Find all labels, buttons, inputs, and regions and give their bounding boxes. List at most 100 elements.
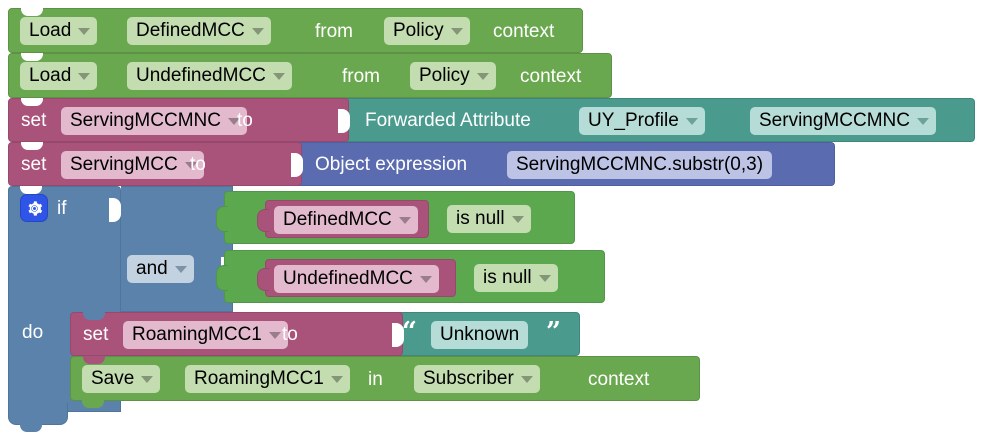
- block-if-condition-column[interactable]: [121, 186, 233, 312]
- gear-icon[interactable]: [20, 194, 48, 222]
- field-boolean-operator-and-label: and: [136, 258, 168, 279]
- field-load-variable-label: UndefinedMCC: [136, 65, 266, 86]
- value-socket[interactable]: [291, 153, 303, 177]
- label-to: to: [282, 324, 298, 345]
- label-forwarded-attribute: Forwarded Attribute: [365, 110, 531, 131]
- label-if: if: [57, 198, 67, 219]
- block-variable-getter-defined-mcc[interactable]: DefinedMCC: [257, 200, 429, 238]
- field-load-action[interactable]: Load: [20, 62, 98, 90]
- field-load-context-label: Policy: [393, 20, 444, 41]
- field-load-action-label: Load: [29, 65, 72, 86]
- block-object-expression[interactable]: Object expression ServingMCCMNC.substr(0…: [283, 142, 835, 186]
- field-forwarded-profile-label: UY_Profile: [588, 110, 679, 131]
- chevron-down-icon: [538, 274, 551, 282]
- label-in: in: [368, 369, 383, 390]
- label-set: set: [21, 110, 47, 131]
- chevron-down-icon: [174, 265, 187, 273]
- field-set-variable-label: RoamingMCC1: [132, 324, 262, 345]
- field-save-action-label: Save: [91, 368, 135, 389]
- chevron-down-icon: [272, 72, 285, 80]
- block-notch-top: [83, 312, 105, 320]
- field-object-expression-value[interactable]: ServingMCCMNC.substr(0,3): [507, 151, 773, 179]
- field-set-variable[interactable]: ServingMCCMNC: [61, 107, 247, 135]
- field-condition-variable[interactable]: UndefinedMCC: [274, 265, 439, 293]
- field-condition-operator-label: is null: [483, 267, 532, 288]
- block-if-control-bottom[interactable]: [8, 403, 68, 425]
- label-context: context: [588, 369, 650, 390]
- block-text-unknown[interactable]: “ Unknown ”: [385, 312, 580, 356]
- field-load-context[interactable]: Policy: [410, 62, 496, 90]
- chevron-down-icon: [227, 117, 240, 125]
- label-do: do: [22, 322, 44, 343]
- block-variable-getter-undefined-mcc[interactable]: UndefinedMCC: [257, 259, 456, 297]
- field-condition-variable[interactable]: DefinedMCC: [274, 206, 418, 234]
- block-bottom-bump: [20, 424, 42, 432]
- chevron-down-icon: [450, 27, 463, 35]
- block-forwarded-attribute[interactable]: Forwarded Attribute UY_Profile ServingMC…: [330, 98, 975, 142]
- field-text-value[interactable]: Unknown: [431, 321, 529, 349]
- value-tab-left: [257, 209, 269, 232]
- label-from: from: [315, 21, 353, 42]
- field-load-context-label: Policy: [419, 65, 470, 86]
- chevron-down-icon: [330, 375, 343, 383]
- field-boolean-operator-and[interactable]: and: [127, 255, 194, 283]
- label-set: set: [83, 324, 109, 345]
- if-condition-socket[interactable]: [109, 198, 121, 222]
- chevron-down-icon: [476, 72, 489, 80]
- field-load-action[interactable]: Load: [20, 17, 98, 45]
- chevron-down-icon: [419, 275, 432, 283]
- label-object-expression: Object expression: [315, 154, 468, 175]
- field-save-variable-label: RoamingMCC1: [194, 368, 324, 389]
- value-socket[interactable]: [338, 109, 350, 133]
- block-notch-top: [21, 142, 43, 150]
- field-forwarded-profile[interactable]: UY_Profile: [579, 107, 705, 135]
- field-condition-operator[interactable]: is null: [474, 264, 558, 292]
- value-tab-left: [216, 206, 228, 232]
- chevron-down-icon: [511, 215, 524, 223]
- field-text-value-label: Unknown: [440, 324, 520, 345]
- label-to: to: [237, 110, 253, 131]
- chevron-down-icon: [268, 331, 281, 339]
- block-set-roaming-mcc1[interactable]: set RoamingMCC1 to: [70, 312, 404, 356]
- field-set-variable[interactable]: ServingMCC: [61, 151, 204, 179]
- block-load-defined-mcc[interactable]: Load DefinedMCC from Policy context: [8, 8, 583, 53]
- close-quote-glyph: ”: [546, 317, 561, 347]
- field-save-context-label: Subscriber: [423, 368, 514, 389]
- block-set-servingmcc[interactable]: set ServingMCC to: [8, 142, 303, 186]
- chevron-down-icon: [685, 117, 698, 125]
- field-set-variable-label: ServingMCC: [70, 154, 178, 175]
- block-notch-top: [83, 356, 105, 364]
- value-socket[interactable]: [392, 323, 404, 347]
- block-notch-top: [20, 186, 42, 194]
- open-quote-glyph: “: [402, 317, 417, 347]
- block-save-roaming-mcc1[interactable]: Save RoamingMCC1 in Subscriber context: [70, 356, 700, 401]
- field-load-context[interactable]: Policy: [384, 17, 470, 45]
- field-condition-operator[interactable]: is null: [447, 205, 531, 233]
- block-is-null-undefined-mcc[interactable]: UndefinedMCC is null: [216, 250, 605, 303]
- label-set: set: [21, 154, 47, 175]
- field-condition-variable-label: UndefinedMCC: [283, 268, 413, 289]
- chevron-down-icon: [251, 27, 264, 35]
- field-save-variable[interactable]: RoamingMCC1: [185, 365, 350, 393]
- field-load-variable[interactable]: UndefinedMCC: [127, 62, 292, 90]
- field-load-variable[interactable]: DefinedMCC: [127, 17, 271, 45]
- field-save-context[interactable]: Subscriber: [414, 365, 540, 393]
- field-save-action[interactable]: Save: [82, 365, 161, 393]
- inner-stack-bottom-bump: [82, 400, 104, 408]
- chevron-down-icon: [520, 375, 533, 383]
- chevron-down-icon: [78, 72, 91, 80]
- block-set-servingmccmnc[interactable]: set ServingMCCMNC to: [8, 98, 350, 142]
- value-tab-left: [216, 265, 228, 291]
- block-notch-top: [21, 8, 43, 16]
- block-notch-top: [21, 53, 43, 61]
- label-to: to: [190, 154, 206, 175]
- block-notch-top: [21, 98, 43, 106]
- field-forwarded-attribute-name[interactable]: ServingMCCMNC: [750, 107, 936, 135]
- value-tab-left: [257, 268, 269, 291]
- label-context: context: [520, 66, 582, 87]
- chevron-down-icon: [398, 216, 411, 224]
- block-is-null-defined-mcc[interactable]: DefinedMCC is null: [216, 191, 575, 244]
- block-load-undefined-mcc[interactable]: Load UndefinedMCC from Policy context: [8, 53, 612, 98]
- field-set-variable[interactable]: RoamingMCC1: [123, 321, 288, 349]
